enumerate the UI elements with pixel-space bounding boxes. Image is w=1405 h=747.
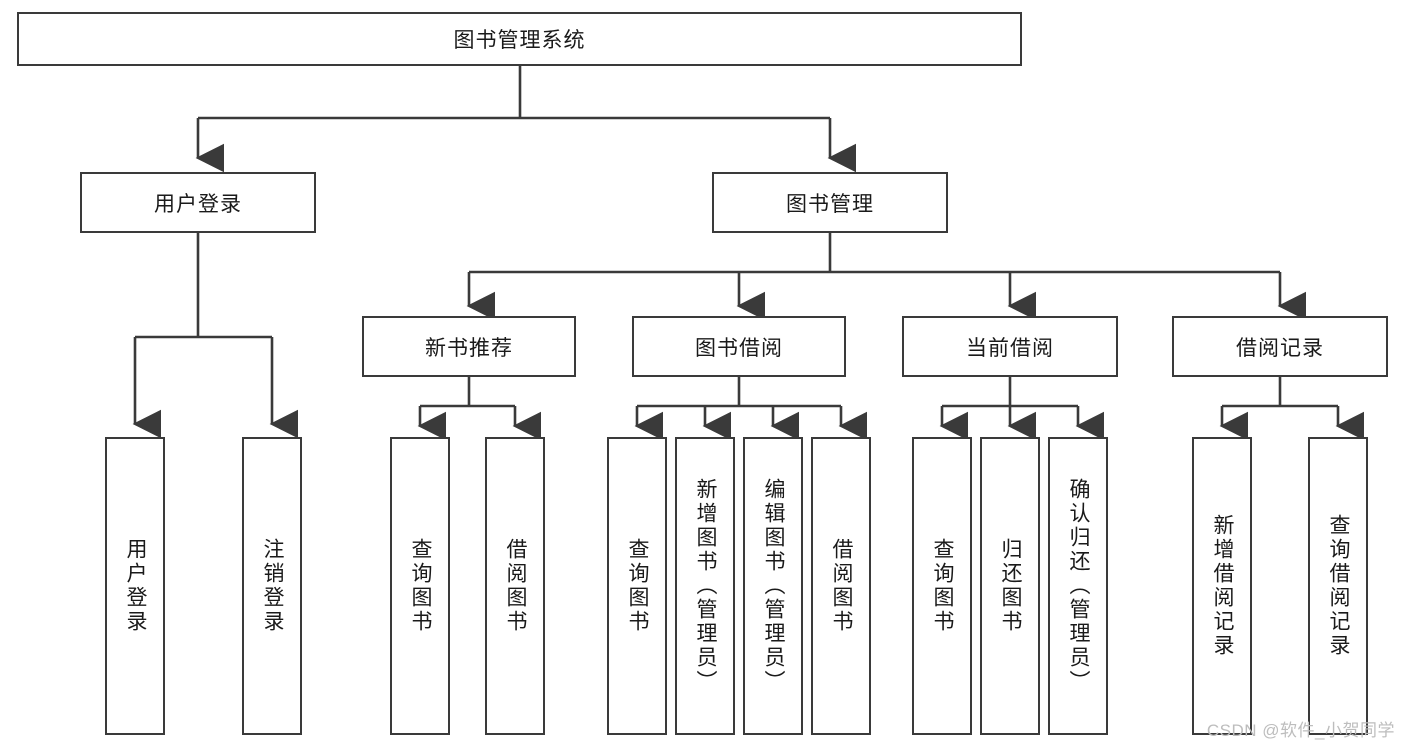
node-label: 用户登录: [124, 538, 148, 634]
node-label: 图书借阅: [695, 336, 783, 360]
node-label: 新增借阅记录: [1211, 514, 1235, 658]
leaf-edit-book-admin[interactable]: 编辑图书（管理员）: [743, 437, 803, 735]
node-new-book-recommendation[interactable]: 新书推荐: [362, 316, 576, 377]
node-book-management[interactable]: 图书管理: [712, 172, 948, 233]
node-label: 当前借阅: [966, 336, 1054, 360]
node-label: 查询图书: [626, 538, 650, 634]
node-label: 借阅图书: [504, 538, 528, 634]
node-label: 借阅记录: [1236, 336, 1324, 360]
node-label: 查询借阅记录: [1327, 514, 1351, 658]
leaf-confirm-return-admin[interactable]: 确认归还（管理员）: [1048, 437, 1108, 735]
leaf-query-book-current[interactable]: 查询图书: [912, 437, 972, 735]
node-root-book-management-system[interactable]: 图书管理系统: [17, 12, 1022, 66]
node-label: 用户登录: [154, 192, 242, 216]
node-label: 编辑图书（管理员）: [762, 478, 786, 694]
leaf-return-book[interactable]: 归还图书: [980, 437, 1040, 735]
leaf-add-book-admin[interactable]: 新增图书（管理员）: [675, 437, 735, 735]
node-label: 归还图书: [999, 538, 1023, 634]
node-label: 查询图书: [931, 538, 955, 634]
node-label: 图书管理: [786, 192, 874, 216]
node-label: 确认归还（管理员）: [1067, 478, 1091, 694]
leaf-add-borrow-record[interactable]: 新增借阅记录: [1192, 437, 1252, 735]
leaf-user-login[interactable]: 用户登录: [105, 437, 165, 735]
leaf-borrow-book-new[interactable]: 借阅图书: [485, 437, 545, 735]
leaf-query-book-new[interactable]: 查询图书: [390, 437, 450, 735]
leaf-borrow-book-borrowing[interactable]: 借阅图书: [811, 437, 871, 735]
node-borrowing-record[interactable]: 借阅记录: [1172, 316, 1388, 377]
node-label: 借阅图书: [830, 538, 854, 634]
leaf-logout[interactable]: 注销登录: [242, 437, 302, 735]
node-user-login[interactable]: 用户登录: [80, 172, 316, 233]
node-book-borrowing[interactable]: 图书借阅: [632, 316, 846, 377]
node-current-borrowing[interactable]: 当前借阅: [902, 316, 1118, 377]
watermark-text: CSDN @软件_小贺同学: [1206, 721, 1395, 740]
node-label: 查询图书: [409, 538, 433, 634]
node-label: 新书推荐: [425, 336, 513, 360]
leaf-query-borrow-record[interactable]: 查询借阅记录: [1308, 437, 1368, 735]
node-label: 新增图书（管理员）: [694, 478, 718, 694]
node-label: 注销登录: [261, 538, 285, 634]
leaf-query-book-borrowing[interactable]: 查询图书: [607, 437, 667, 735]
node-label: 图书管理系统: [453, 29, 586, 52]
